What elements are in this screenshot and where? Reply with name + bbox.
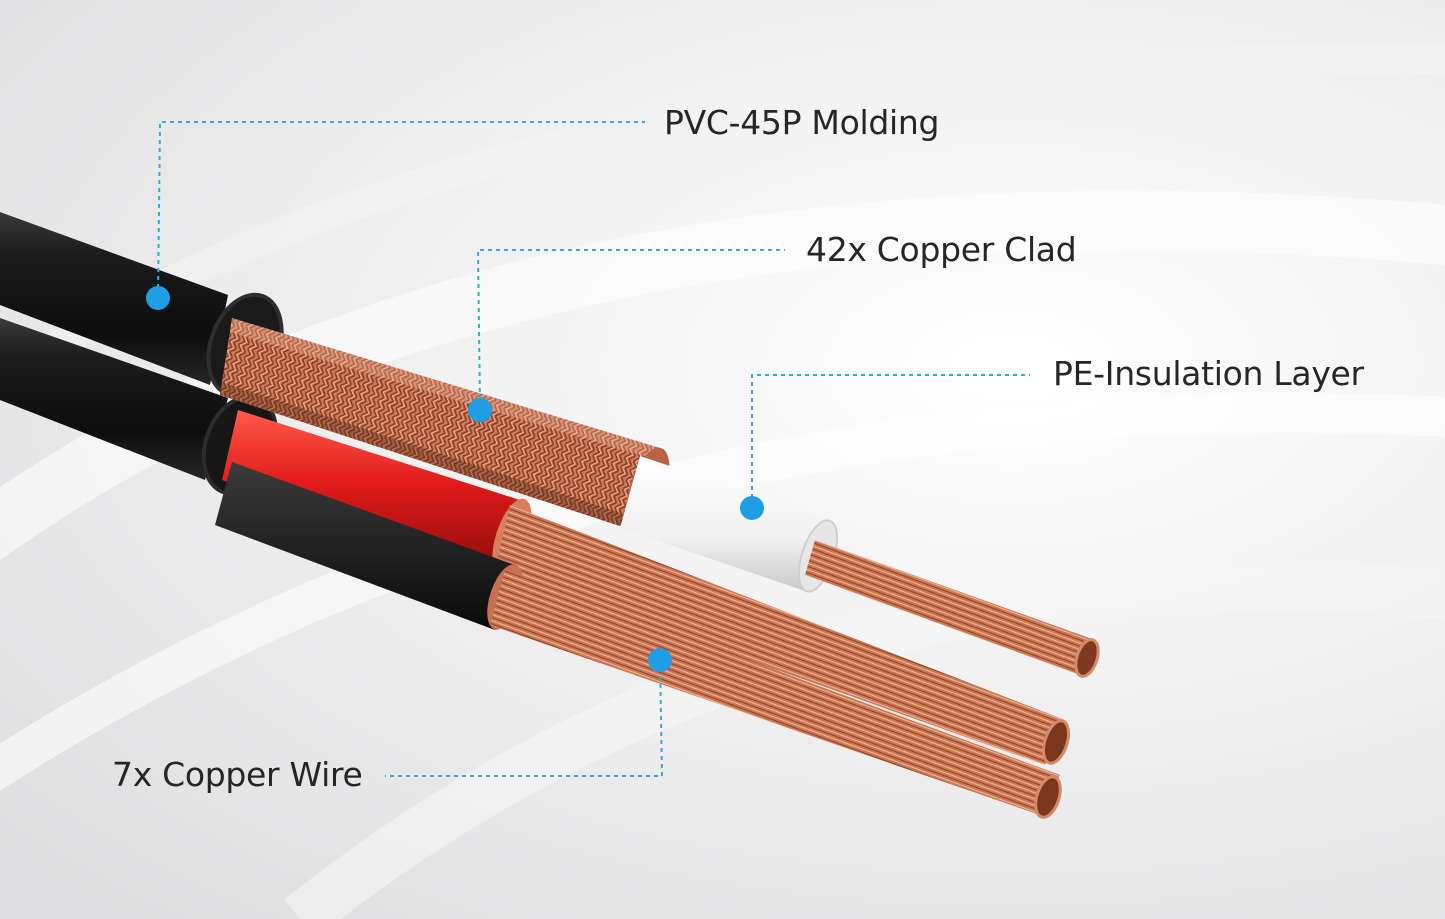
center-conductor [805,540,1100,678]
markers [146,286,764,672]
label-pe-insulation: PE-Insulation Layer [1053,354,1364,393]
leader-lines [157,121,1030,777]
label-copper-wire: 7x Copper Wire [112,755,363,794]
marker-pe [740,496,764,520]
black-wire [215,462,1062,819]
label-copper-clad: 42x Copper Clad [806,230,1077,269]
leader-pe [751,374,1030,506]
marker-wire [648,648,672,672]
copper-braid [220,318,670,530]
leader-clad [476,249,785,409]
label-pvc-molding: PVC-45P Molding [664,103,940,142]
red-wire [222,410,1070,765]
marker-clad [468,398,492,422]
marker-pvc [146,286,170,310]
leader-pvc [157,121,645,297]
